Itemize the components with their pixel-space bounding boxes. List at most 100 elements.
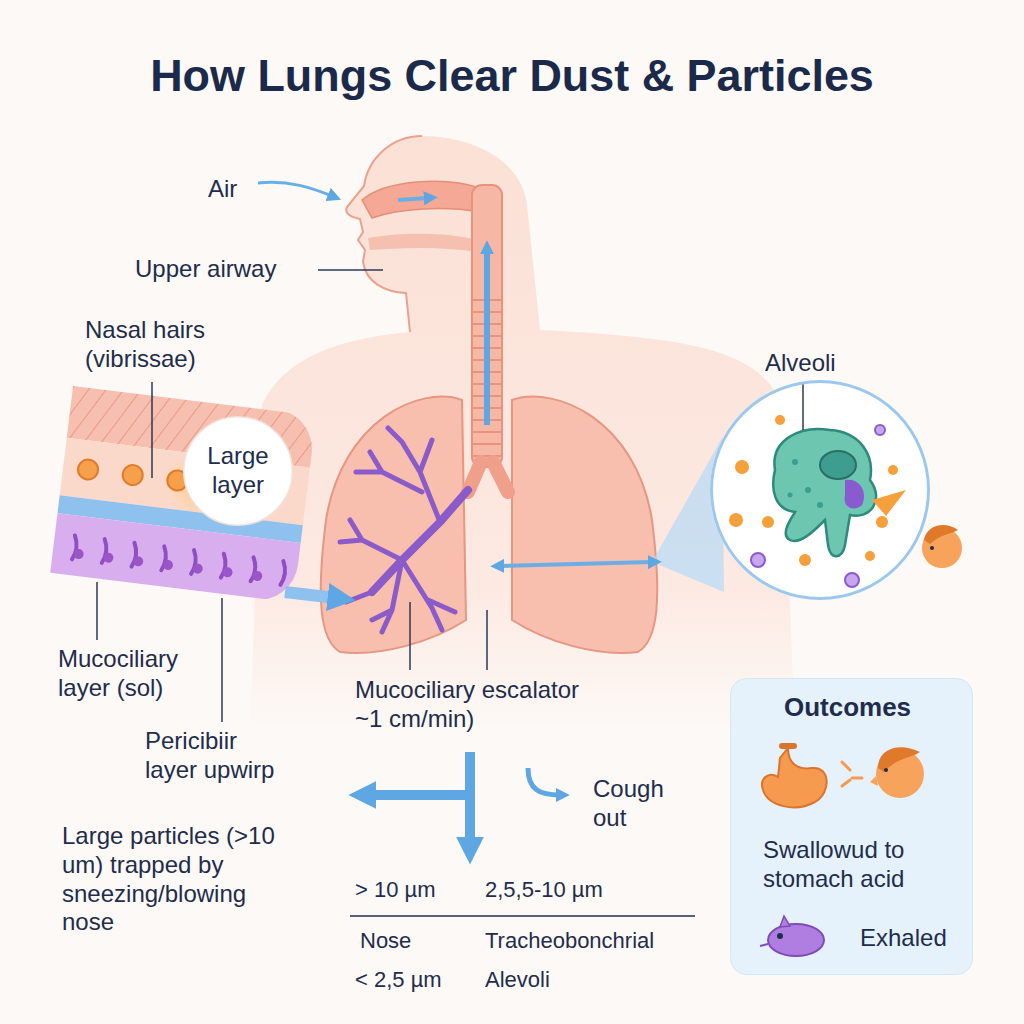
alveoli-inset: [817, 502, 823, 508]
clearance-arrows: [528, 768, 560, 795]
leader-lines: [151, 382, 153, 478]
outcome-text: Exhaled: [860, 924, 947, 953]
table-cell: > 10 µm: [355, 877, 436, 903]
alveoli-circle-outline: [712, 382, 929, 599]
alveoli-inset: [710, 380, 962, 600]
sparkle-icon: [852, 777, 862, 780]
outcome-text: Swallowud to stomach acid: [763, 836, 963, 894]
leader-lines: [409, 602, 411, 670]
alveoli-inset: [924, 525, 958, 544]
part-label: Air: [208, 175, 237, 204]
arrow-label: Cough out: [593, 775, 678, 833]
clearance-arrows: [368, 790, 470, 800]
lungs: [512, 397, 657, 653]
face-icon: [870, 747, 924, 798]
table-cell: Alevoli: [485, 967, 550, 993]
airway-lining-inset: [50, 513, 305, 603]
part-label: Nasal hairs (vibrissae): [85, 316, 285, 374]
alveoli-inset: [710, 380, 930, 600]
leader-lines: [96, 582, 98, 640]
airway-lining-inset: [103, 552, 114, 563]
alveoli-circle: Alveoli: [710, 380, 930, 600]
part-label: Alveoli: [765, 349, 836, 378]
airway-lining-inset: [50, 386, 316, 603]
note-text: Large particles (>10 um) trapped by snee…: [62, 822, 287, 937]
exhale-creature: [768, 924, 824, 956]
lungs: [321, 397, 466, 653]
table-cell: Tracheobonchrial: [485, 928, 654, 954]
alveoli-inset: [735, 460, 749, 474]
table-rule: [350, 915, 695, 917]
alveoli-inset: [751, 425, 885, 587]
leader-lines: [221, 598, 223, 722]
alveoli-inset: [845, 573, 859, 587]
exhale-creature: [777, 933, 783, 939]
body-silhouette: [250, 136, 795, 730]
alveoli-inset: [788, 493, 793, 498]
bronchial-tree: [372, 490, 468, 592]
airway: [472, 185, 502, 467]
airway-lining-inset: [73, 548, 263, 581]
airway: [484, 250, 490, 425]
face-icon: [884, 768, 888, 772]
alveoli-inset: [845, 480, 864, 509]
outcomes-panel: OutcomesSwallowud to stomach acidExhaled: [730, 678, 973, 975]
table-cell: < 2,5 µm: [355, 967, 442, 993]
alveoli-inset: [799, 554, 811, 566]
alveoli-inset: [872, 490, 906, 516]
part-label: Mucociliary layer (sol): [58, 645, 223, 703]
alveoli-inset: [875, 425, 885, 435]
bronchial-tree: [340, 428, 455, 632]
airway-lining-inset: [77, 458, 99, 480]
air-arrows: [398, 198, 428, 200]
alveoli-inset: [805, 487, 811, 493]
callout-circle-outline: [184, 417, 293, 526]
alveoli-circle-outline: [710, 380, 930, 600]
exhale-creature: [780, 916, 790, 927]
part-label: Mucociliary escalator ~1 cm/min): [355, 676, 595, 734]
lining-arrow: [285, 592, 336, 598]
sparkle-icon: [842, 780, 850, 786]
airway-lining-inset: [133, 556, 144, 567]
alveoli-inset: [729, 415, 898, 566]
title-text: How Lungs Clear Dust & Particles: [0, 50, 1024, 102]
airway-lining-inset: [222, 567, 233, 578]
alveoli-link: [500, 562, 652, 566]
airway-lining-inset: [122, 464, 144, 486]
panel-heading: Outcomes: [730, 692, 965, 723]
airway-lining-inset: [72, 535, 286, 585]
alveoli-inset: [729, 513, 743, 527]
exhale-creature: [760, 916, 824, 956]
body-silhouette: [250, 136, 795, 730]
alveoli-inset: [775, 415, 785, 425]
airway: [368, 234, 476, 252]
leader-lines: [486, 610, 488, 670]
part-label: Upper airway: [135, 255, 276, 284]
bronchial-tree: [340, 428, 468, 632]
air-arrows: [258, 182, 428, 200]
stomach-icon: [762, 748, 827, 807]
clearance-arrows: [368, 752, 560, 845]
airway: [473, 431, 501, 433]
alveoli-inset: [792, 459, 798, 465]
stomach-icon: [762, 746, 827, 807]
alveoli-inset: [820, 451, 856, 479]
alveoli-inset: [788, 459, 824, 508]
airway: [362, 181, 508, 492]
table-cell: 2,5,5-10 µm: [485, 877, 603, 903]
alveoli-inset: [930, 546, 934, 550]
face-icon: [878, 747, 920, 772]
outcomes-panel-outline: [731, 679, 973, 975]
airway: [473, 443, 501, 445]
alveoli-link: [500, 438, 724, 592]
airway-lining-inset: [192, 563, 203, 574]
alveoli-inset: [773, 429, 876, 556]
exhale-creature: [760, 944, 768, 946]
air-arrows: [258, 182, 332, 196]
callout-text: Large layer: [196, 442, 280, 500]
face-icon: [870, 776, 878, 786]
airway-lining-inset: [252, 570, 263, 581]
sparkle-icon: [842, 762, 862, 786]
